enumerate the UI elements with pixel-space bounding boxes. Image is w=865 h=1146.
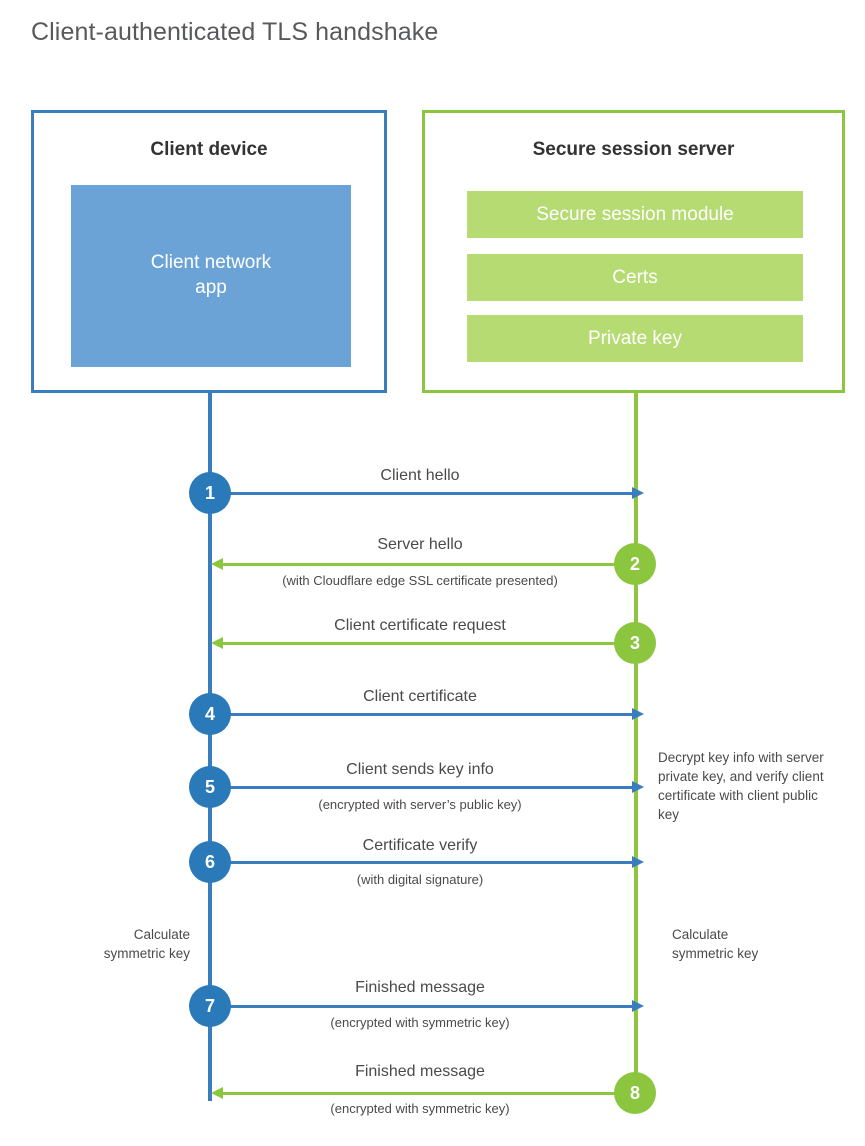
step-6-label: Certificate verify: [362, 837, 478, 854]
client-device-title: Client device: [150, 139, 268, 160]
arrow-head-icon: [632, 856, 644, 868]
client-calculate-symmetric-key-note: Calculate symmetric key: [103, 927, 190, 962]
server-decrypt-note: Decrypt key info with server private key…: [658, 750, 824, 823]
step-7-arrow: [210, 1000, 644, 1012]
arrow-head-icon: [632, 1000, 644, 1012]
step-1-circle: 1: [189, 472, 231, 514]
client-lifeline: [208, 391, 212, 1101]
step-8-label: Finished message: [355, 1063, 485, 1080]
arrow-head-icon: [211, 1087, 223, 1099]
step-8-circle: 8: [614, 1072, 656, 1114]
page-title: Client-authenticated TLS handshake: [31, 18, 439, 46]
step-7-circle: 7: [189, 985, 231, 1027]
secure-session-server-title: Secure session server: [532, 139, 735, 160]
arrow-head-icon: [632, 708, 644, 720]
server-calculate-symmetric-key-note: Calculate symmetric key: [672, 927, 759, 962]
arrow-head-icon: [632, 487, 644, 499]
server-component-private-key: Private key: [467, 315, 803, 362]
step-1-arrow: [210, 487, 644, 499]
step-5-sublabel: (encrypted with server’s public key): [318, 797, 522, 812]
step-4-arrow: [210, 708, 644, 720]
server-component-secure-session-module: Secure session module: [467, 191, 803, 238]
step-2-arrow: [211, 558, 636, 570]
step-2-label: Server hello: [377, 536, 463, 553]
step-2-circle: 2: [614, 543, 656, 585]
arrow-head-icon: [211, 637, 223, 649]
step-8-arrow: [211, 1087, 636, 1099]
server-lifeline: [634, 391, 638, 1093]
arrow-head-icon: [211, 558, 223, 570]
step-7-label: Finished message: [355, 979, 485, 996]
secure-session-server-box: Secure session server Secure session mod…: [422, 110, 845, 393]
step-8-sublabel: (encrypted with symmetric key): [330, 1101, 510, 1116]
client-network-app-block: Client network app: [71, 185, 351, 367]
step-7-sublabel: (encrypted with symmetric key): [330, 1015, 510, 1030]
step-3-circle: 3: [614, 622, 656, 664]
client-network-app-label: Client network app: [150, 252, 272, 298]
step-1-label: Client hello: [380, 467, 460, 484]
step-5-label: Client sends key info: [346, 761, 494, 778]
step-5-arrow: [210, 781, 644, 793]
step-6-sublabel: (with digital signature): [356, 872, 484, 887]
step-3-label: Client certificate request: [334, 617, 506, 634]
arrow-head-icon: [632, 781, 644, 793]
server-component-certs: Certs: [467, 254, 803, 301]
step-6-circle: 6: [189, 841, 231, 883]
step-2-sublabel: (with Cloudflare edge SSL certificate pr…: [282, 573, 558, 588]
step-6-arrow: [210, 856, 644, 868]
client-device-box: Client device Client network app: [31, 110, 387, 393]
step-5-circle: 5: [189, 766, 231, 808]
step-4-label: Client certificate: [363, 688, 477, 705]
step-4-circle: 4: [189, 693, 231, 735]
step-3-arrow: [211, 637, 636, 649]
